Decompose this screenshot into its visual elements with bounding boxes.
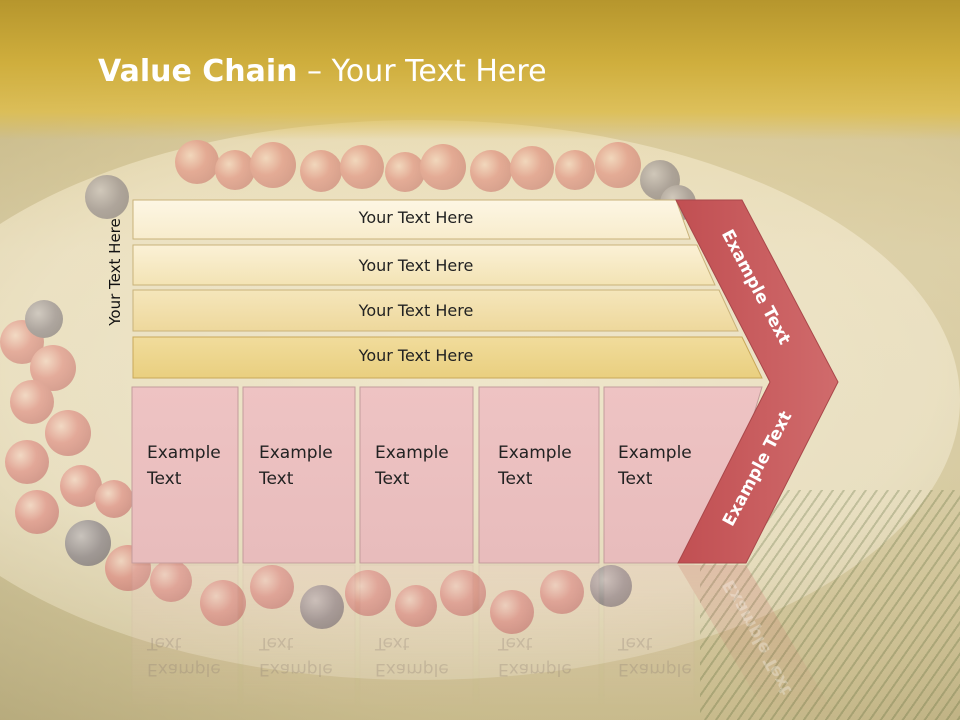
bar-4 — [132, 336, 763, 379]
title-rest: – Your Text Here — [297, 54, 547, 89]
slide-title: Value Chain – Your Text Here — [98, 54, 547, 89]
reflection — [131, 564, 838, 720]
bar-1-label: Your Text Here — [358, 208, 474, 227]
chevron-arrow — [675, 199, 839, 564]
card-1 — [131, 386, 239, 564]
bar-2-label: Your Text Here — [358, 256, 474, 275]
bar-3-label: Your Text Here — [358, 301, 474, 320]
bar-4-label: Your Text Here — [358, 346, 474, 365]
bar-3 — [132, 289, 739, 332]
card-4 — [478, 386, 600, 564]
title-bold: Value Chain — [98, 54, 298, 89]
bar-2 — [132, 244, 716, 286]
bar-1 — [132, 199, 691, 240]
card-2 — [242, 386, 356, 564]
title-band — [0, 0, 960, 140]
card-3 — [359, 386, 474, 564]
